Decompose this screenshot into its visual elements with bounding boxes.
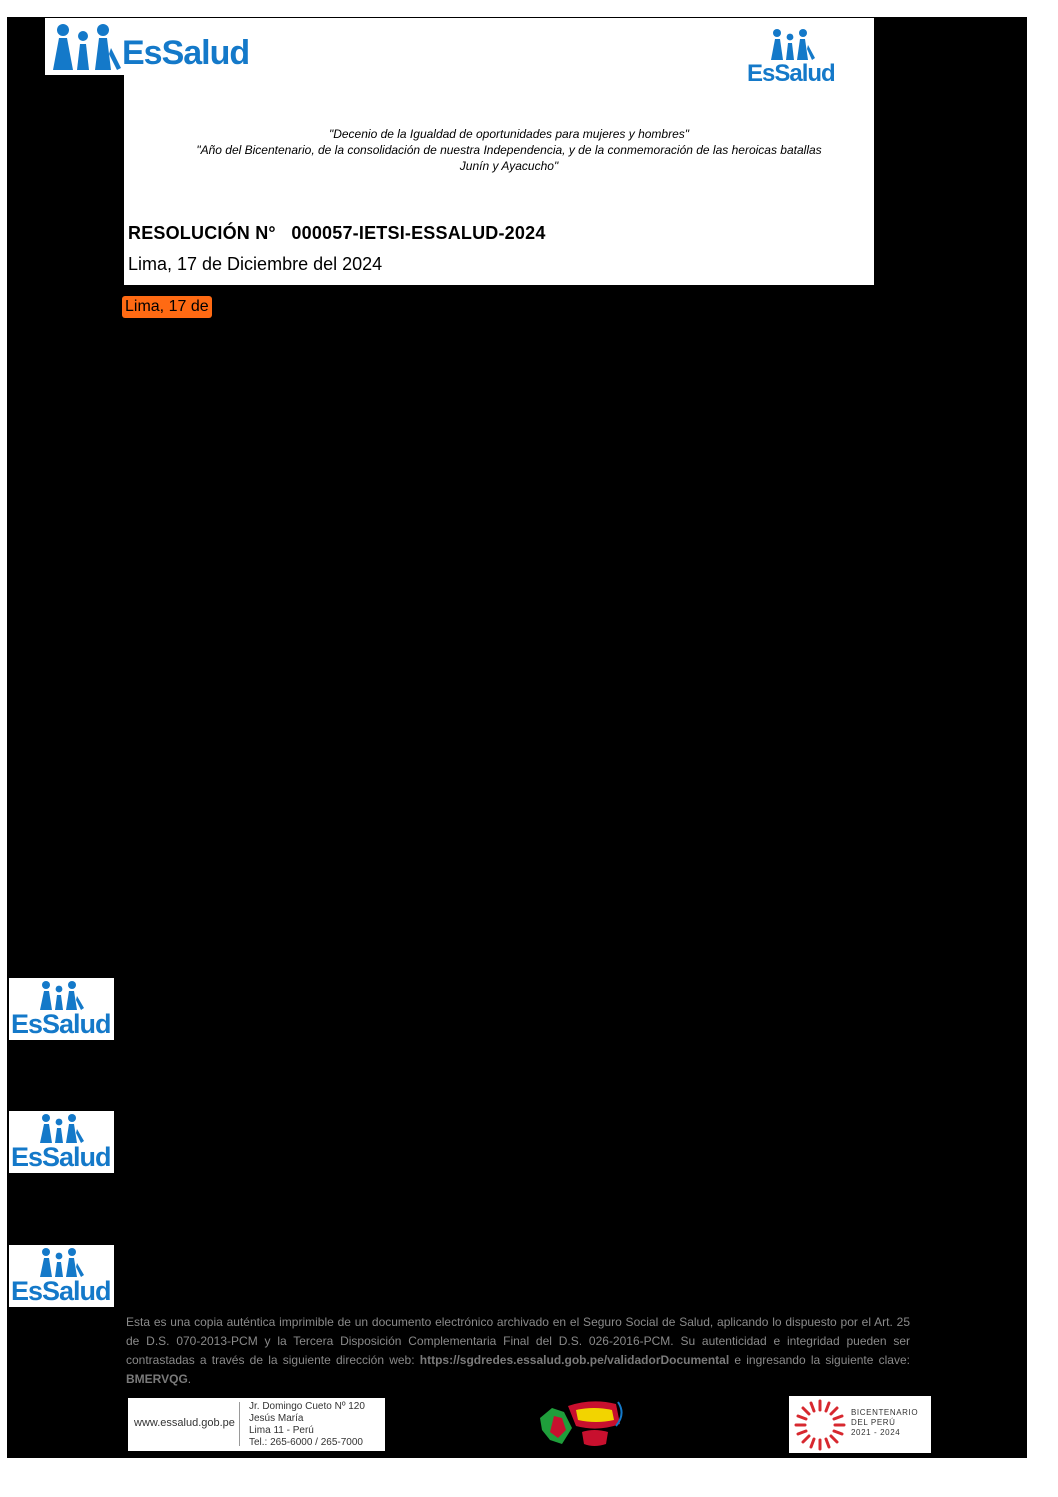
slogan-line: Junín y Ayacucho" [459, 159, 559, 173]
logo-wordmark: EsSalud [122, 34, 250, 72]
resolution-title: RESOLUCIÓN N° 000057-IETSI-ESSALUD-2024 [128, 223, 546, 244]
bicentenario-logo-box: BICENTENARIO DEL PERÚ 2021 - 2024 [789, 1396, 931, 1453]
logo-wordmark: EsSalud [747, 60, 836, 87]
bicentenario-line: 2021 - 2024 [851, 1428, 901, 1437]
peru-map-emblem [532, 1398, 624, 1453]
header-panel [124, 18, 874, 285]
address-line: Tel.: 265-6000 / 265-7000 [249, 1437, 363, 1448]
address-line: Jr. Domingo Cueto Nº 120 [249, 1401, 365, 1412]
bicentenario-line: DEL PERÚ [851, 1418, 896, 1427]
validator-url[interactable]: https://sgdredes.essalud.gob.pe/validado… [419, 1353, 730, 1367]
website-link[interactable]: www.essalud.gob.pe [134, 1417, 235, 1429]
address-line: Jesús María [249, 1413, 304, 1424]
resolution-date: Lima, 17 de Diciembre del 2024 [128, 254, 383, 274]
family-icon [771, 29, 815, 60]
logo-wordmark: EsSalud [11, 1009, 112, 1039]
resolution-label: RESOLUCIÓN N° [128, 223, 276, 243]
footer-address-box: www.essalud.gob.pe Jr. Domingo Cueto Nº … [128, 1398, 385, 1451]
authenticity-notice: Esta es una copia auténtica imprimible d… [126, 1315, 910, 1386]
validation-key: BMERVQG [126, 1372, 188, 1386]
family-icon [45, 22, 123, 75]
address-line: Lima 11 - Perú [249, 1425, 314, 1436]
bicentenario-line: BICENTENARIO [851, 1408, 919, 1417]
bicentenario-text: BICENTENARIO DEL PERÚ 2021 - 2024 [851, 1408, 918, 1438]
slogan-line: "Año del Bicentenario, de la consolidaci… [196, 143, 822, 157]
notice-text: Esta es una copia auténtica imprimible d… [126, 1315, 910, 1367]
logo-wordmark: EsSalud [11, 1142, 112, 1172]
slogan-block: "Decenio de la Igualdad de oportunidades… [124, 126, 894, 174]
resolution-number: 000057-IETSI-ESSALUD-2024 [291, 223, 546, 243]
essalud-stamp-logo: EsSalud [9, 1111, 114, 1173]
highlighted-date-fragment: Lima, 17 de [122, 296, 212, 318]
essalud-logo-top-right [766, 28, 816, 65]
notice-text: e ingresando la siguiente clave: [734, 1353, 910, 1367]
bicentenario-sun-icon [794, 1399, 846, 1451]
essalud-stamp-logo: EsSalud [9, 978, 114, 1040]
slogan-line: "Decenio de la Igualdad de oportunidades… [328, 127, 690, 141]
address-block: Jr. Domingo Cueto Nº 120 Jesús María Lim… [249, 1401, 365, 1449]
divider [239, 1402, 240, 1446]
logo-wordmark: EsSalud [11, 1276, 112, 1306]
essalud-stamp-logo: EsSalud [9, 1245, 114, 1307]
